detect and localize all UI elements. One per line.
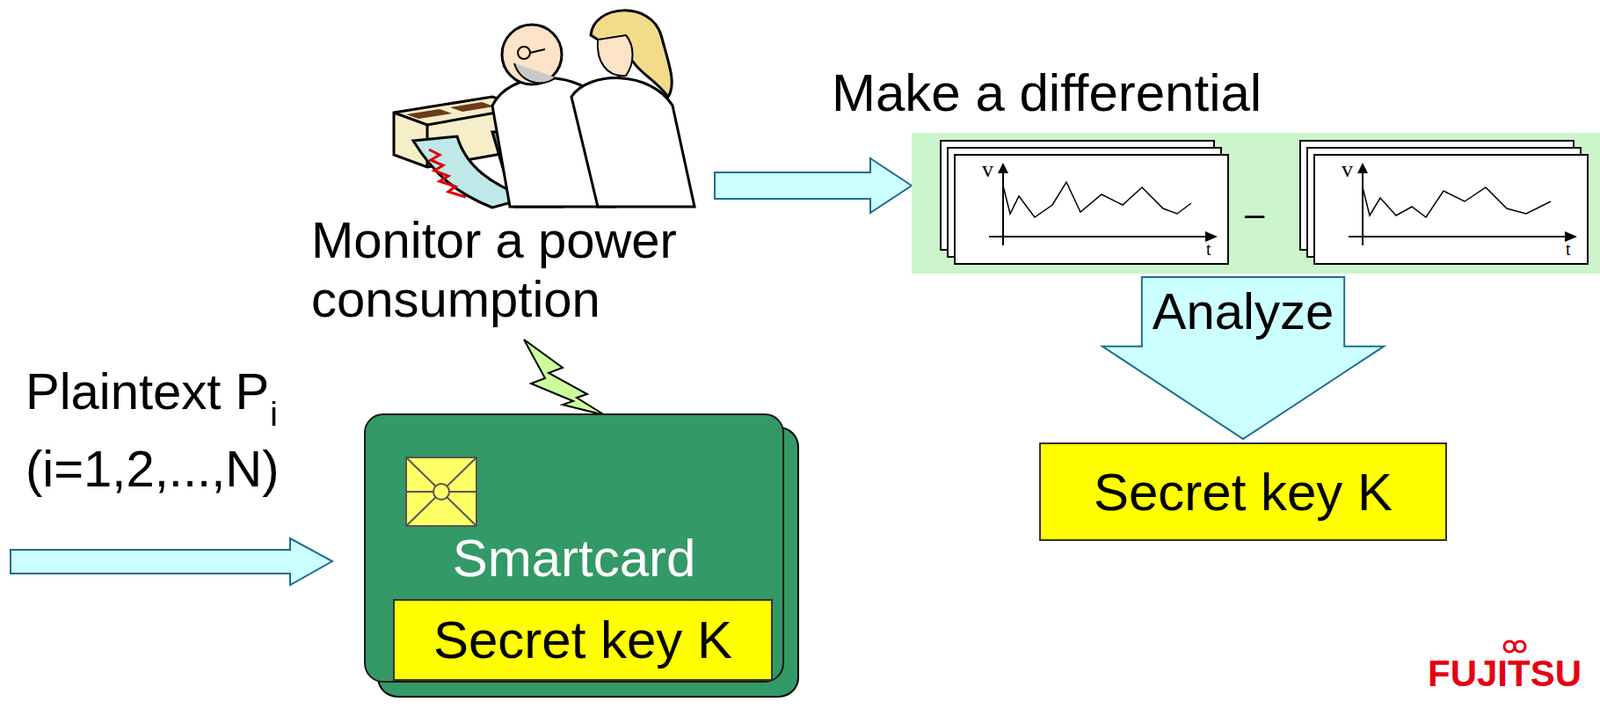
smartcard: SmartcardSecret key K [363, 413, 785, 683]
monitor-label: Monitor a power consumption [311, 210, 786, 328]
input-label: Plaintext P [25, 362, 270, 422]
key-box: Secret key K [1039, 442, 1448, 541]
node-label: Smartcard [452, 527, 697, 589]
panel-heading: Make a differential [831, 62, 1262, 124]
researcher-woman [571, 10, 695, 207]
analyze-arrow [1102, 276, 1384, 439]
axis-label: v [981, 156, 994, 183]
axis-label: t [1206, 239, 1212, 260]
minus-sign: – [1244, 193, 1265, 234]
input-label: (i=1,2,...,N) [25, 439, 279, 499]
input-subscript: i [269, 395, 277, 435]
node-label: Secret key K [1093, 461, 1393, 523]
lightning-bolt [523, 339, 605, 415]
chip-icon [405, 456, 478, 527]
input-arrow [10, 538, 333, 585]
node-label: Secret key K [433, 609, 733, 670]
axis-label: t [1565, 239, 1571, 260]
logo-mark [1504, 640, 1526, 652]
axis-label: v [1341, 156, 1353, 183]
key-box: Secret key K [392, 598, 773, 681]
company-logo: FUJITSU [1427, 652, 1582, 695]
edge-label: Analyze [1152, 282, 1334, 342]
monitor-arrow [714, 158, 912, 213]
